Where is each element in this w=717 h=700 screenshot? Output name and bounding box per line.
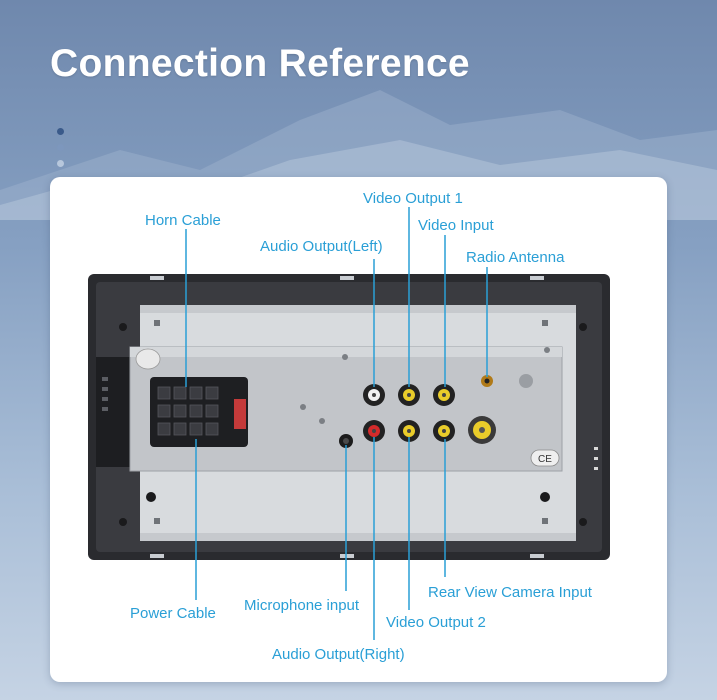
leader-lines bbox=[185, 207, 488, 640]
label-video-output-2: Video Output 2 bbox=[386, 614, 486, 631]
ce-mark-text: CE bbox=[538, 454, 552, 465]
page-title: Connection Reference bbox=[50, 42, 470, 85]
connection-card: CE bbox=[50, 177, 667, 682]
label-power-cable: Power Cable bbox=[130, 605, 216, 622]
label-horn-cable: Horn Cable bbox=[145, 212, 221, 229]
device-illustration: CE bbox=[88, 207, 610, 640]
label-rear-view-camera-input: Rear View Camera Input bbox=[428, 584, 592, 601]
dot-dim bbox=[57, 160, 64, 167]
label-audio-output-right: Audio Output(Right) bbox=[272, 646, 405, 663]
fuse bbox=[234, 399, 246, 429]
label-video-input: Video Input bbox=[418, 217, 494, 234]
label-video-output-1: Video Output 1 bbox=[363, 190, 463, 207]
pagination-dots bbox=[57, 128, 64, 176]
dot-mid bbox=[57, 144, 64, 151]
rca-row-top bbox=[363, 384, 455, 406]
ce-mark bbox=[530, 449, 560, 467]
dot-active bbox=[57, 128, 64, 135]
rca-row-bottom bbox=[363, 420, 455, 442]
label-microphone-input: Microphone input bbox=[244, 597, 360, 614]
label-audio-output-left: Audio Output(Left) bbox=[260, 238, 383, 255]
label-radio-antenna: Radio Antenna bbox=[466, 249, 565, 266]
